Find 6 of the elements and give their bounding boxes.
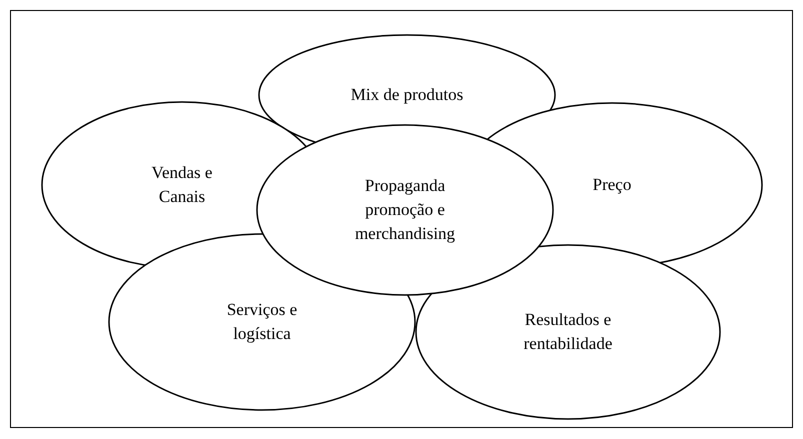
ellipse-label: Preço bbox=[552, 173, 672, 197]
ellipse-label: Serviços e logística bbox=[202, 298, 322, 346]
ellipse-label: Vendas e Canais bbox=[127, 161, 237, 209]
ellipse-label: Propaganda promoção e merchandising bbox=[342, 174, 468, 246]
ellipse-label: Mix de produtos bbox=[327, 83, 487, 107]
ellipse-label: Resultados e rentabilidade bbox=[498, 308, 638, 356]
